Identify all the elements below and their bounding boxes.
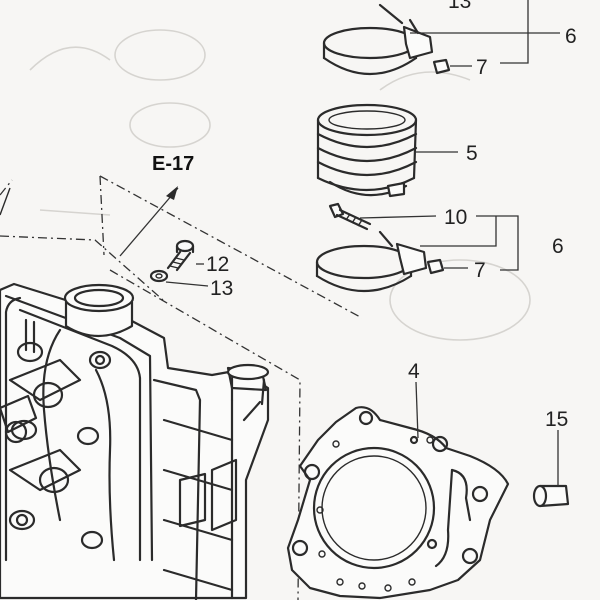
head-gasket: [286, 406, 510, 600]
washer-13: [149, 269, 169, 283]
callout-13-top: 13: [448, 0, 471, 13]
callout-13: 13: [210, 277, 233, 300]
screw-12: [166, 239, 195, 272]
nut-top: [432, 58, 451, 75]
bolt-10: [328, 202, 372, 231]
leader-lines: [165, 0, 560, 486]
band-clamp-top: [322, 3, 434, 75]
band-clamp-middle: [315, 230, 428, 292]
nut-middle: [426, 258, 445, 275]
dowel-pin-15: [532, 484, 570, 508]
callout-10: 10: [444, 206, 467, 229]
callout-5: 5: [466, 142, 478, 165]
intake-sleeve: [316, 103, 418, 198]
ref-arrow: [119, 186, 179, 257]
callout-6-top: 6: [565, 25, 577, 48]
cylinder-head: [0, 282, 270, 600]
ref-label-e17: E-17: [152, 153, 194, 175]
callout-7-top: 7: [476, 56, 488, 79]
callout-15: 15: [545, 408, 568, 431]
callout-6-middle: 6: [552, 235, 564, 258]
callout-7-middle: 7: [474, 259, 486, 282]
intake-port: [63, 283, 135, 337]
callout-12: 12: [206, 253, 229, 276]
callout-4: 4: [408, 360, 420, 383]
background-ghosting: [29, 29, 531, 341]
